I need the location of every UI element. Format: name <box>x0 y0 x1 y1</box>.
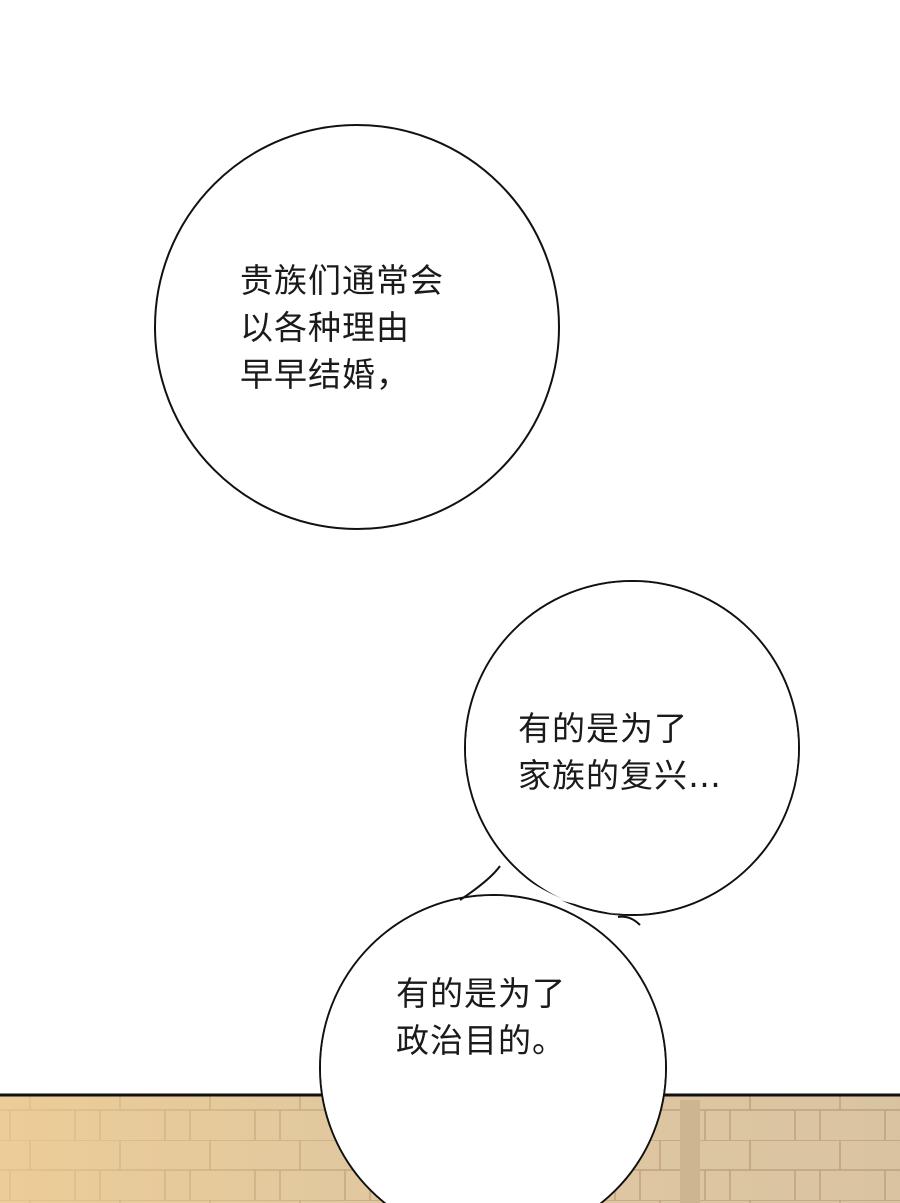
bubble-2-text: 有的是为了 家族的复兴… <box>518 705 722 799</box>
text-line: 有的是为了 <box>396 974 566 1013</box>
text-line: 早早结婚， <box>240 355 410 394</box>
text-line: 贵族们通常会 <box>240 261 444 300</box>
text-line: 家族的复兴… <box>518 756 722 795</box>
speech-bubble-1 <box>154 124 560 530</box>
bubble-1-text: 贵族们通常会 以各种理由 早早结婚， <box>240 257 444 398</box>
bubble-3-text: 有的是为了 政治目的。 <box>396 970 566 1064</box>
text-line: 以各种理由 <box>240 308 410 347</box>
text-line: 政治目的。 <box>396 1021 566 1060</box>
text-line: 有的是为了 <box>518 709 688 748</box>
speech-bubble-2-3 <box>319 580 800 1203</box>
